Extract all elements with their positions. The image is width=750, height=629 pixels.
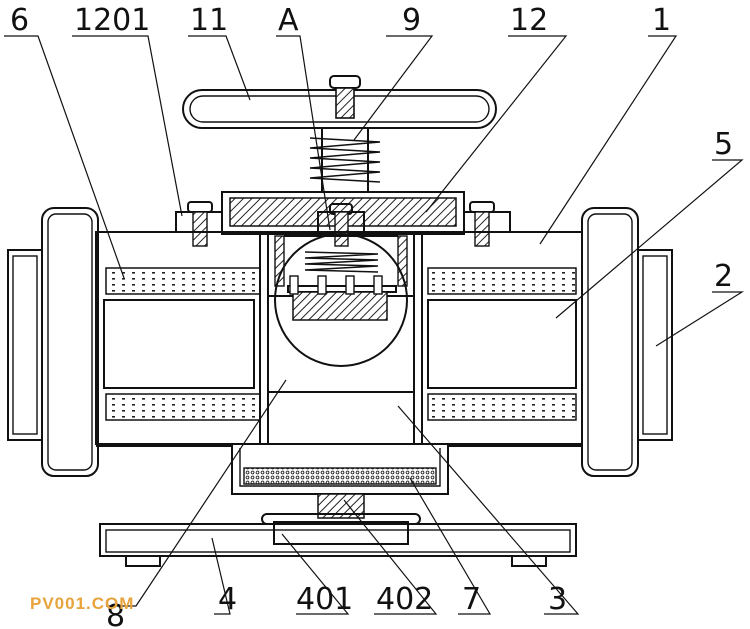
label-9: 9 (402, 3, 421, 38)
side-plate-left (7, 249, 43, 441)
label-8: 8 (106, 599, 125, 629)
label-6: 6 (10, 3, 29, 38)
side-plate-2 (637, 249, 673, 441)
label-401: 401 (296, 582, 353, 617)
top-screw-knob (329, 75, 361, 119)
label-3: 3 (548, 582, 567, 617)
wheel-right (581, 207, 639, 477)
label-12: 12 (510, 3, 548, 38)
watermark: PV001.COM (30, 594, 134, 613)
label-2: 2 (714, 259, 733, 294)
leader-lines (4, 35, 745, 615)
bolt-left-1201 (175, 201, 223, 247)
label-5: 5 (714, 127, 733, 162)
label-402: 402 (376, 582, 433, 617)
label-a: A (278, 3, 299, 38)
label-7: 7 (462, 582, 481, 617)
filter-layer-6 (105, 267, 577, 421)
center-housing (259, 232, 423, 444)
detail-circle-a (274, 233, 408, 367)
label-1201: 1201 (74, 3, 150, 38)
spring-9 (309, 127, 381, 193)
wheel-left (41, 207, 99, 477)
bottom-frame-4 (99, 523, 577, 567)
bolt-right (463, 201, 511, 247)
label-1: 1 (652, 3, 671, 38)
label-11: 11 (190, 3, 228, 38)
chamber-5 (103, 299, 577, 389)
label-4: 4 (218, 582, 237, 617)
